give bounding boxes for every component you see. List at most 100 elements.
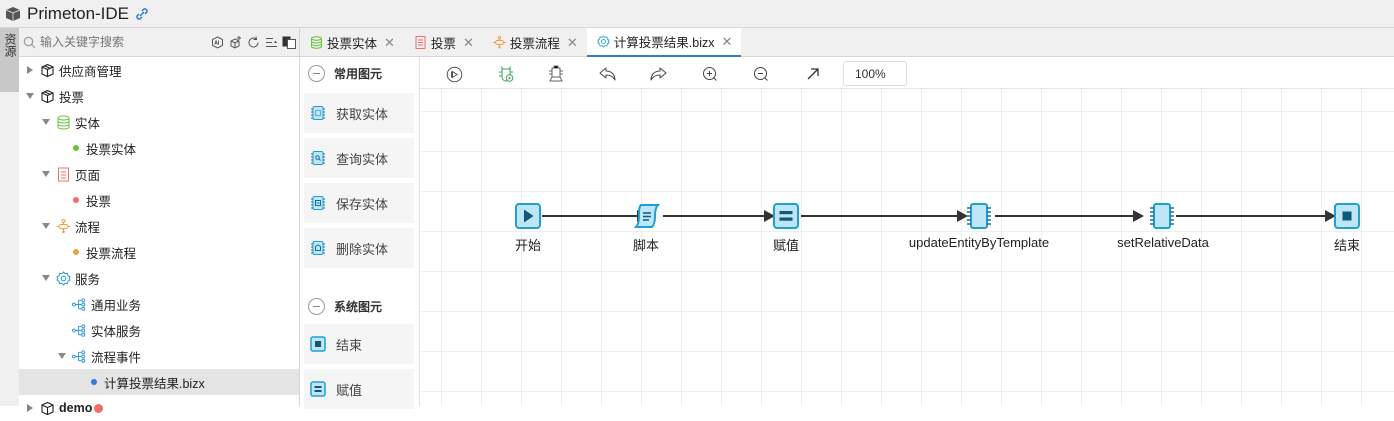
tab-vote-flow[interactable]: 投票流程 ✕ xyxy=(483,28,587,57)
search-bar: AI xyxy=(19,28,299,57)
tree-item-label: 流程事件 xyxy=(91,350,142,365)
end-node-icon[interactable] xyxy=(1334,203,1360,229)
node-label-script: 脚本 xyxy=(632,238,660,253)
zoom-level-input[interactable]: 100% xyxy=(843,61,907,86)
caret-down-icon[interactable] xyxy=(41,274,50,283)
database-icon xyxy=(56,115,71,130)
palette-item-end[interactable]: 结束 xyxy=(304,324,414,364)
flow-icon xyxy=(492,36,506,49)
gear-icon xyxy=(56,270,71,286)
deploy-icon[interactable] xyxy=(547,65,565,83)
editor-tab-bar: 投票实体 ✕ 投票 ✕ 投票流程 ✕ 计算投票结果.bizx ✕ xyxy=(300,28,1394,57)
page-icon xyxy=(414,36,427,49)
redo-icon[interactable] xyxy=(649,65,667,83)
caret-down-icon[interactable] xyxy=(41,222,50,231)
caret-right-icon[interactable] xyxy=(25,404,34,413)
tree-item-calc-vote-result[interactable]: 计算投票结果.bizx xyxy=(19,369,299,395)
caret-down-icon[interactable] xyxy=(41,170,50,179)
error-badge-icon xyxy=(94,403,104,413)
search-icon xyxy=(23,36,36,48)
close-icon[interactable]: ✕ xyxy=(384,34,395,50)
ai-icon[interactable]: AI xyxy=(210,35,224,49)
palette-group-system[interactable]: 系统图元 xyxy=(308,291,382,321)
tree-item-common-business[interactable]: 通用业务 xyxy=(19,291,299,317)
chip-search-icon xyxy=(311,151,325,165)
edge-relative-end[interactable] xyxy=(1176,210,1336,222)
tree-item-vote-page[interactable]: 投票 xyxy=(19,187,299,213)
tree-item-label: 投票流程 xyxy=(86,246,137,261)
caret-down-icon[interactable] xyxy=(41,118,50,127)
chip-delete-icon xyxy=(311,241,325,255)
palette-item-query-entity[interactable]: 查询实体 xyxy=(304,138,414,178)
service-node-icon[interactable] xyxy=(1149,203,1175,229)
palette-item-assign[interactable]: 赋值 xyxy=(304,369,414,409)
script-node-icon[interactable] xyxy=(634,203,660,229)
tree-item-entity-folder[interactable]: 实体 xyxy=(19,109,299,135)
switch-view-icon[interactable] xyxy=(282,35,296,49)
node-label-start: 开始 xyxy=(514,238,542,253)
package-icon xyxy=(40,401,55,416)
link-icon[interactable] xyxy=(134,6,150,22)
zoom-in-icon[interactable] xyxy=(701,65,719,83)
undo-icon[interactable] xyxy=(599,65,617,83)
caret-down-icon[interactable] xyxy=(57,352,66,361)
tab-calc-vote-result[interactable]: 计算投票结果.bizx ✕ xyxy=(586,28,742,57)
palette-group-common[interactable]: 常用图元 xyxy=(308,58,382,88)
status-dot xyxy=(73,197,79,203)
tree-item-page-folder[interactable]: 页面 xyxy=(19,161,299,187)
service-node-icon[interactable] xyxy=(966,203,992,229)
tree-item-label: 流程 xyxy=(75,220,101,235)
tree-item-vote-package[interactable]: 投票 xyxy=(19,83,299,109)
edge-update-relative[interactable] xyxy=(995,210,1144,222)
refresh-icon[interactable] xyxy=(246,35,260,49)
run-icon[interactable] xyxy=(445,65,463,83)
collapse-icon[interactable] xyxy=(308,297,325,315)
close-icon[interactable]: ✕ xyxy=(566,34,578,50)
zoom-out-icon[interactable] xyxy=(752,65,770,83)
caret-down-icon[interactable] xyxy=(25,92,34,101)
end-node-icon xyxy=(310,336,326,352)
service-icon xyxy=(72,349,87,364)
tab-label: 投票实体 xyxy=(327,37,378,51)
tree-item-service-folder[interactable]: 服务 xyxy=(19,265,299,291)
edge-script-assign[interactable] xyxy=(663,210,775,222)
edge-start-script[interactable] xyxy=(542,210,648,222)
close-icon[interactable]: ✕ xyxy=(721,33,733,49)
palette-item-save-entity[interactable]: 保存实体 xyxy=(304,183,414,223)
start-node-icon[interactable] xyxy=(515,203,541,229)
tree-item-label: 页面 xyxy=(75,168,101,183)
fit-icon[interactable] xyxy=(804,65,822,83)
tree-item-demo[interactable]: demo xyxy=(19,395,299,421)
collapse-all-icon[interactable] xyxy=(264,35,278,49)
svg-text:AI: AI xyxy=(214,40,220,46)
debug-icon[interactable] xyxy=(497,65,515,83)
tree-item-vote-flow[interactable]: 投票流程 xyxy=(19,239,299,265)
tree-item-flow-event[interactable]: 流程事件 xyxy=(19,343,299,369)
tree-item-flow-folder[interactable]: 流程 xyxy=(19,213,299,239)
caret-right-icon[interactable] xyxy=(25,66,34,75)
node-label-update: updateEntityByTemplate xyxy=(908,235,1050,250)
tree-item-supplier[interactable]: 供应商管理 xyxy=(19,57,299,83)
edge-assign-update[interactable] xyxy=(801,210,968,222)
diagram-canvas[interactable]: 开始 脚本 赋值 updateEntityByTemplate setRelat… xyxy=(420,89,1394,406)
chip-save-icon xyxy=(311,196,325,210)
palette-item-get-entity[interactable]: 获取实体 xyxy=(304,93,414,133)
collapse-icon[interactable] xyxy=(308,64,325,82)
service-icon xyxy=(72,297,87,312)
tree-item-label: 投票 xyxy=(86,194,112,209)
add-package-icon[interactable] xyxy=(228,35,242,49)
element-palette: 常用图元 获取实体 查询实体 保存实体 删除实体 系统图元 结束 赋值 xyxy=(300,57,420,409)
assign-node-icon[interactable] xyxy=(773,203,799,229)
side-strip xyxy=(0,92,19,406)
palette-item-delete-entity[interactable]: 删除实体 xyxy=(304,228,414,268)
tab-vote-entity[interactable]: 投票实体 ✕ xyxy=(300,28,404,57)
search-input[interactable] xyxy=(40,35,200,49)
tab-label: 投票流程 xyxy=(509,37,560,51)
status-dot xyxy=(73,249,79,255)
tab-vote-page[interactable]: 投票 ✕ xyxy=(404,28,483,57)
resource-side-tab[interactable]: 资源 xyxy=(0,28,19,92)
close-icon[interactable]: ✕ xyxy=(462,34,474,50)
tree-item-label: 服务 xyxy=(75,272,101,287)
tree-item-entity-service[interactable]: 实体服务 xyxy=(19,317,299,343)
tree-item-vote-entity[interactable]: 投票实体 xyxy=(19,135,299,161)
